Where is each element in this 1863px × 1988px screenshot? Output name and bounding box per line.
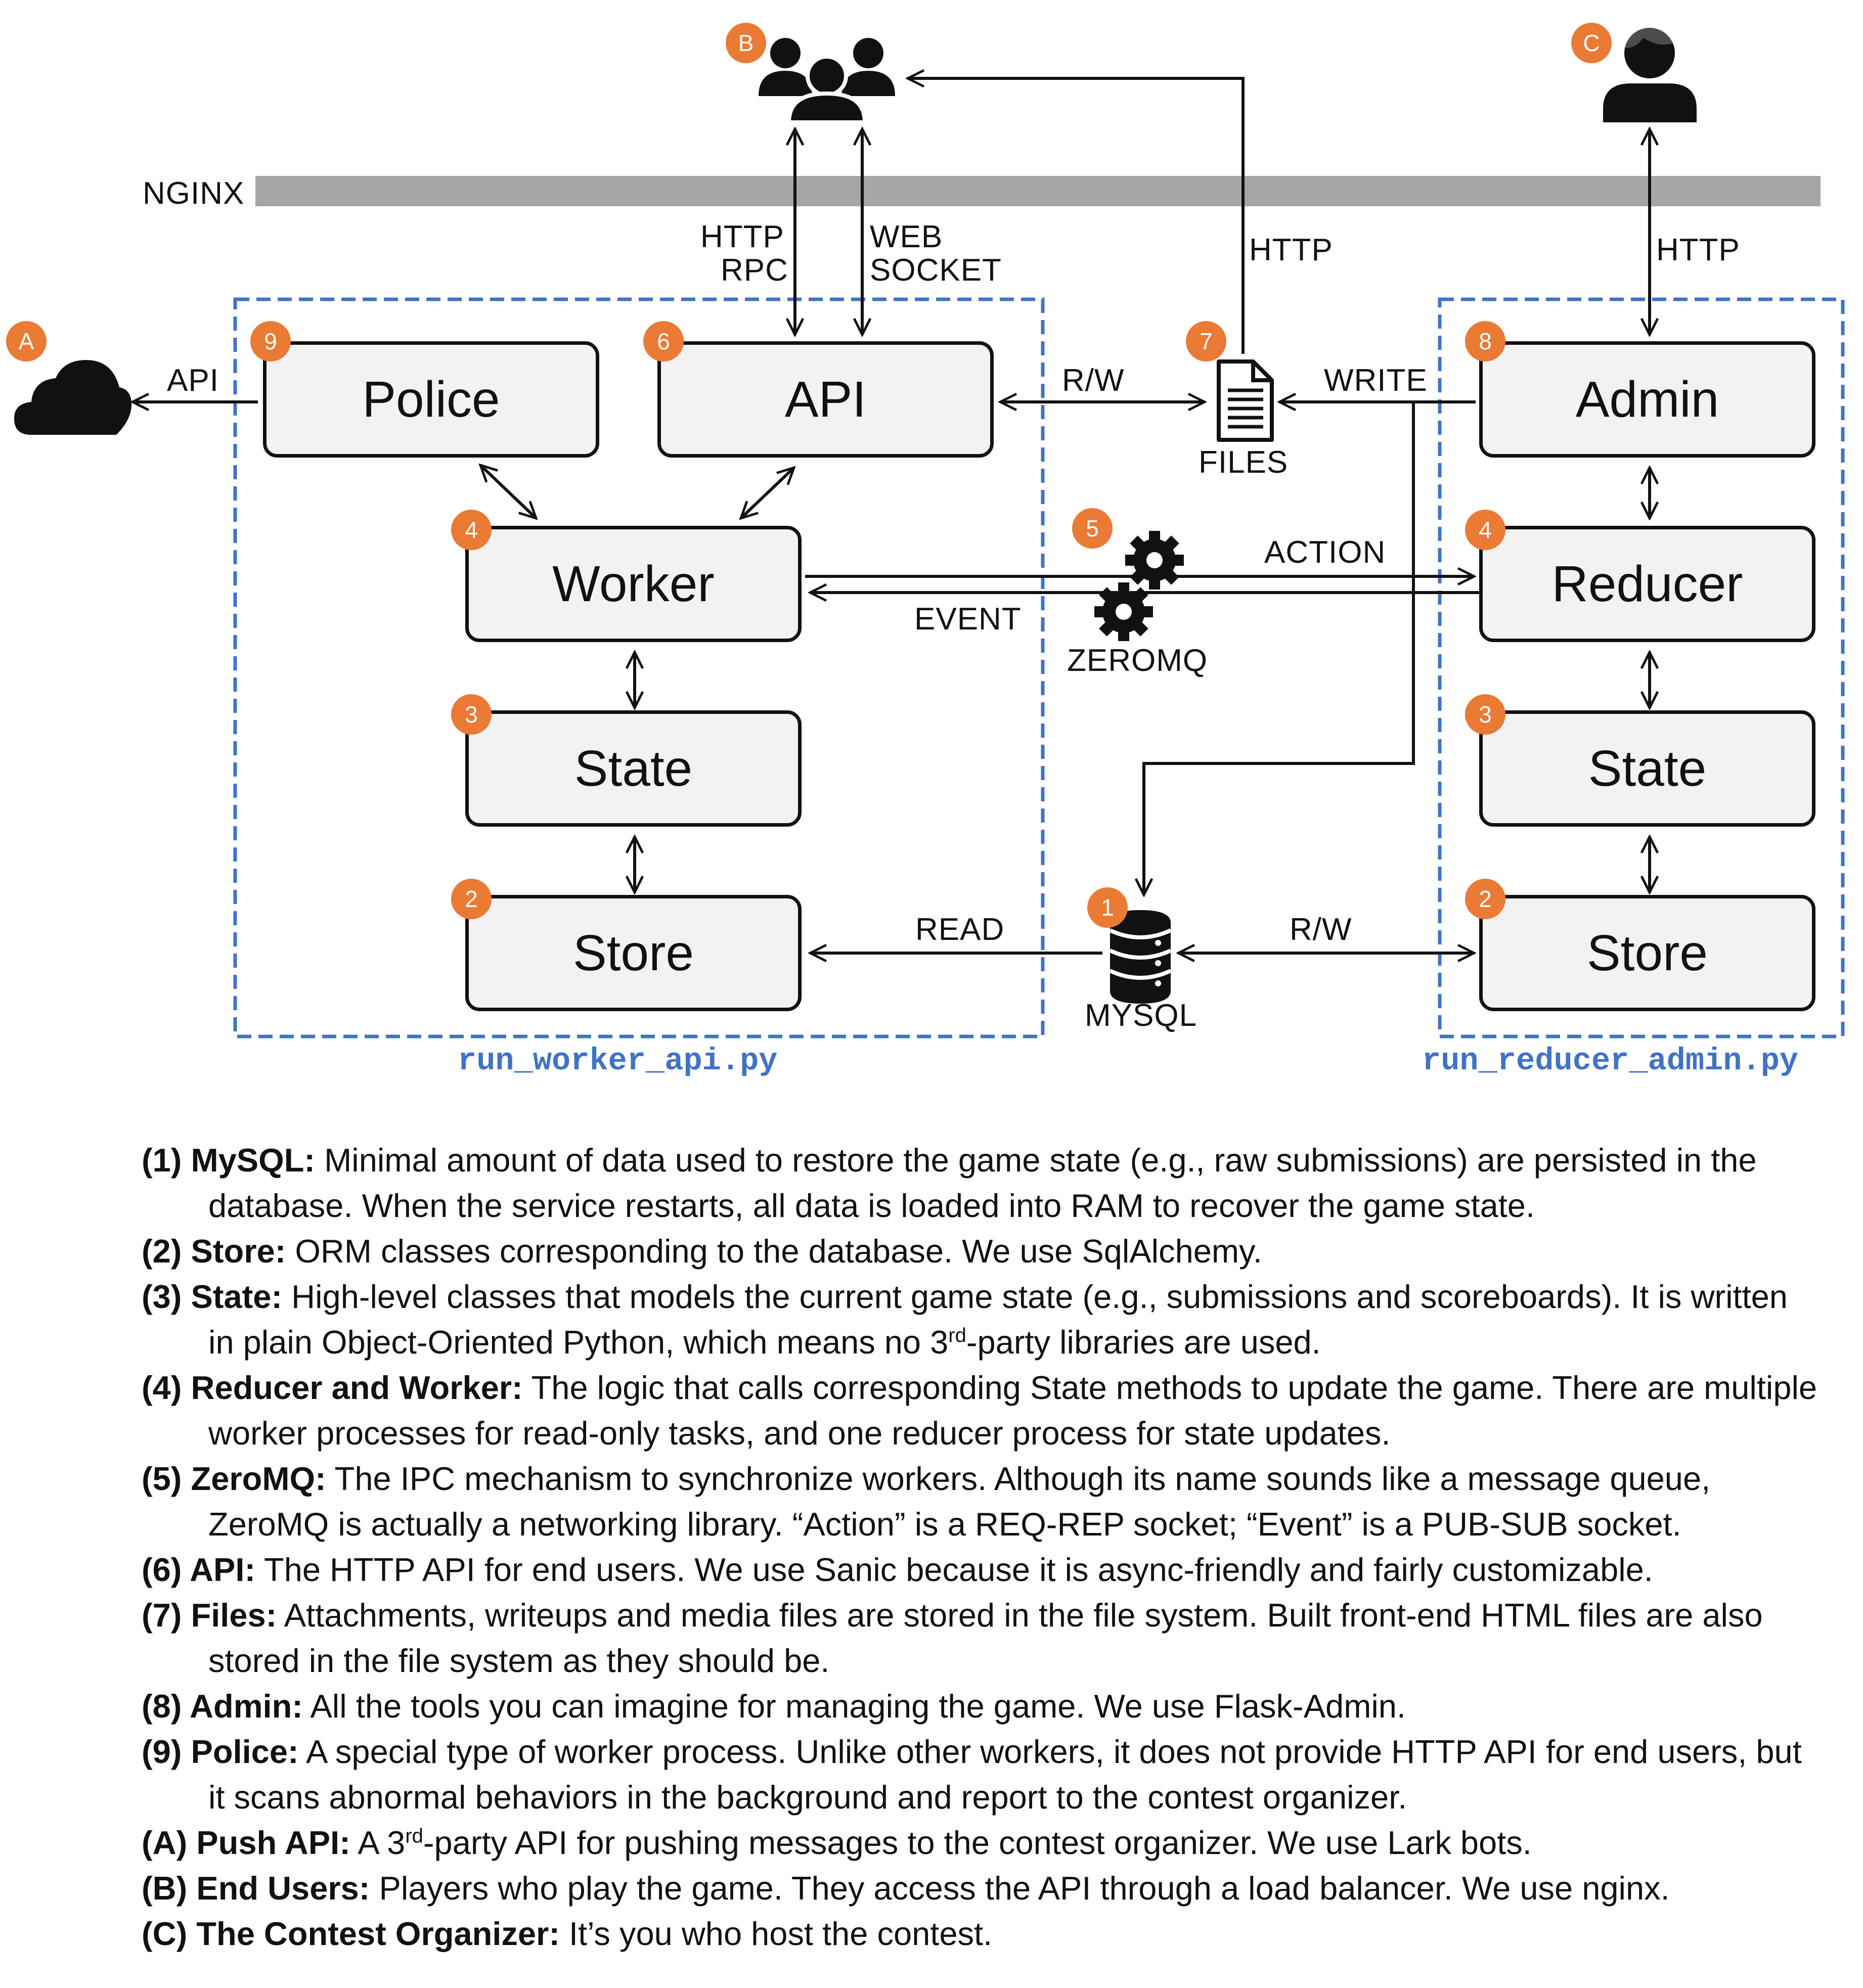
legend-text: The HTTP API for end users. We use Sanic… — [263, 1551, 1653, 1588]
badge-push-api: A — [6, 321, 47, 362]
state-component-right: State — [1479, 710, 1815, 827]
legend-item-police: (9) Police: A special type of worker pro… — [142, 1729, 1821, 1820]
legend-item-api: (6) API: The HTTP API for end users. We … — [142, 1547, 1821, 1593]
legend-text: A 3 — [358, 1824, 406, 1861]
legend-key: (8) Admin: — [142, 1688, 303, 1725]
state-component-left: State — [465, 710, 802, 827]
legend-text: -party API for pushing messages to the c… — [423, 1824, 1532, 1861]
legend-key: (B) End Users: — [142, 1870, 370, 1907]
nginx-label: NGINX — [143, 176, 245, 211]
legend-key: (A) Push API: — [142, 1824, 350, 1861]
diagram-connectors — [14, 23, 1845, 1038]
badge-state-right: 3 — [1465, 694, 1505, 735]
badge-reducer: 4 — [1465, 510, 1505, 550]
rw-files-label: R/W — [1062, 363, 1125, 398]
worker-component: Worker — [465, 526, 802, 642]
badge-store-left: 2 — [451, 879, 492, 919]
cloud-icon — [14, 360, 132, 435]
action-label: ACTION — [1264, 535, 1386, 570]
legend-item-files: (7) Files: Attachments, writeups and med… — [142, 1593, 1821, 1684]
legend-item-zeromq: (5) ZeroMQ: The IPC mechanism to synchro… — [142, 1456, 1821, 1547]
legend-text: The logic that calls corresponding State… — [208, 1369, 1817, 1452]
legend-item-reducer-worker: (4) Reducer and Worker: The logic that c… — [142, 1365, 1821, 1456]
api-component: API — [657, 341, 994, 458]
legend-item-mysql: (1) MySQL: Minimal amount of data used t… — [142, 1138, 1821, 1229]
legend-key: (4) Reducer and Worker: — [142, 1369, 523, 1406]
database-icon — [1109, 910, 1172, 1004]
api-push-label: API — [167, 363, 219, 398]
api-worker-connector — [741, 468, 794, 518]
http-label-admin: HTTP — [1656, 233, 1740, 267]
legend-item-store: (2) Store: ORM classes corresponding to … — [142, 1229, 1821, 1274]
files-label: FILES — [1199, 445, 1289, 480]
legend-item-admin: (8) Admin: All the tools you can imagine… — [142, 1684, 1821, 1729]
socket-label: SOCKET — [870, 253, 1002, 288]
rpc-label: RPC — [721, 253, 788, 288]
police-worker-connector — [480, 465, 536, 518]
legend-item-organizer: (C) The Contest Organizer: It’s you who … — [142, 1911, 1821, 1957]
legend-key: (C) The Contest Organizer: — [142, 1915, 560, 1952]
badge-end-users: B — [726, 23, 766, 63]
file-icon — [1217, 359, 1274, 442]
legend-key: (1) MySQL: — [142, 1142, 316, 1179]
legend-key: (9) Police: — [142, 1733, 299, 1770]
reducer-admin-filename: run_reducer_admin.py — [1422, 1043, 1799, 1079]
legend-text: ORM classes corresponding to the databas… — [295, 1233, 1262, 1270]
event-label: EVENT — [914, 602, 1022, 637]
legend-text: All the tools you can imagine for managi… — [310, 1688, 1406, 1725]
legend-item-state: (3) State: High-level classes that model… — [142, 1274, 1821, 1365]
badge-worker: 4 — [451, 510, 492, 550]
read-label: READ — [915, 912, 1005, 947]
legend-key: (5) ZeroMQ: — [142, 1460, 326, 1497]
web-label: WEB — [870, 219, 943, 254]
legend-superscript: rd — [405, 1825, 423, 1847]
legend-text: Attachments, writeups and media files ar… — [208, 1597, 1763, 1679]
reducer-component: Reducer — [1479, 526, 1815, 642]
admin-component: Admin — [1479, 341, 1815, 458]
admin-mysql-connector — [1144, 402, 1415, 895]
legend-text: Players who play the game. They access t… — [379, 1870, 1670, 1907]
badge-api: 6 — [643, 321, 684, 362]
legend-text: The IPC mechanism to synchronize workers… — [208, 1460, 1711, 1543]
badge-organizer: C — [1571, 23, 1612, 63]
component-legend: (1) MySQL: Minimal amount of data used t… — [142, 1138, 1821, 1957]
legend-item-end-users: (B) End Users: Players who play the game… — [142, 1866, 1821, 1911]
legend-key: (7) Files: — [142, 1597, 277, 1634]
badge-admin: 8 — [1465, 321, 1505, 362]
badge-store-right: 2 — [1465, 879, 1505, 919]
legend-text: High-level classes that models the curre… — [208, 1278, 1788, 1361]
organizer-icon — [1603, 23, 1697, 122]
http-label-files: HTTP — [1249, 233, 1333, 267]
badge-files: 7 — [1186, 321, 1226, 362]
badge-mysql: 1 — [1087, 887, 1128, 928]
badge-zeromq: 5 — [1072, 508, 1113, 549]
legend-item-push-api: (A) Push API: A 3rd-party API for pushin… — [142, 1820, 1821, 1866]
nginx-bar — [255, 176, 1821, 206]
process-box-worker-api — [233, 297, 1045, 1038]
files-http-connector — [908, 78, 1245, 354]
http-label-rpc: HTTP — [700, 219, 784, 254]
gear-icon — [1094, 531, 1184, 641]
store-component-right: Store — [1479, 895, 1815, 1011]
legend-superscript: rd — [948, 1324, 966, 1347]
legend-text: It’s you who host the contest. — [569, 1915, 993, 1952]
rw-db-label: R/W — [1290, 912, 1352, 947]
legend-text: -party libraries are used. — [966, 1324, 1321, 1361]
legend-key: (3) State: — [142, 1278, 283, 1315]
mysql-label: MYSQL — [1085, 998, 1197, 1033]
store-component-left: Store — [465, 895, 802, 1011]
legend-key: (6) API: — [142, 1551, 256, 1588]
legend-text: A special type of worker process. Unlike… — [208, 1733, 1802, 1816]
legend-key: (2) Store: — [142, 1233, 286, 1270]
worker-api-filename: run_worker_api.py — [458, 1043, 778, 1079]
write-label: WRITE — [1324, 363, 1428, 398]
badge-police: 9 — [250, 321, 291, 362]
badge-state-left: 3 — [451, 694, 492, 735]
end-users-icon — [759, 38, 895, 124]
architecture-diagram: NGINX HTTP RPC WEB SOCKET HTTP HTTP API … — [6, 23, 1845, 1079]
legend-text: Minimal amount of data used to restore t… — [208, 1142, 1757, 1224]
police-component: Police — [263, 341, 599, 458]
zeromq-label: ZEROMQ — [1067, 643, 1208, 678]
